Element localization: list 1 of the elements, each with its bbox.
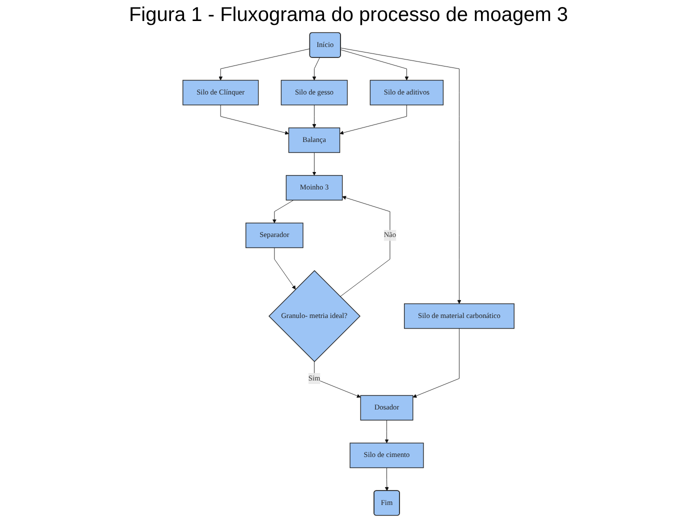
figure-title: Figura 1 - Fluxograma do processo de moagem 3 [128,4,570,27]
